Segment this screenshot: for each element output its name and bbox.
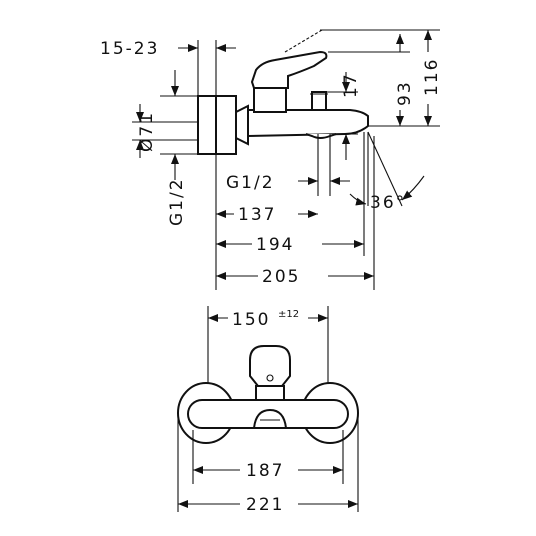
lever-swing-line <box>284 29 323 53</box>
dim-17: 17 <box>341 72 361 98</box>
front-handle <box>249 345 291 387</box>
side-view: 15-23 Ø71 G1/2 17 93 116 <box>100 29 442 290</box>
front-cartridge <box>255 385 285 401</box>
front-spout-outlet <box>252 408 288 429</box>
lever-handle <box>250 50 328 89</box>
wall-rosette <box>215 95 237 155</box>
dim-g12-left: G1/2 <box>167 177 187 226</box>
dim-g12-bottom: G1/2 <box>226 173 275 193</box>
wall-plate <box>197 95 217 155</box>
spout-outlet <box>305 133 337 139</box>
dim-116: 116 <box>422 58 442 96</box>
dim-221: 221 <box>246 495 284 515</box>
dim-93: 93 <box>395 80 415 106</box>
connection-nut <box>235 104 249 146</box>
dim-137: 137 <box>238 205 276 225</box>
dim-205: 205 <box>262 267 300 287</box>
mixer-body <box>247 109 369 138</box>
dim-150-tolerance: ±12 <box>278 309 299 320</box>
diverter-knob <box>311 91 327 111</box>
handle-indicator <box>266 374 274 382</box>
dim-187: 187 <box>246 461 284 481</box>
dim-194: 194 <box>256 235 294 255</box>
dim-36-degrees: 36° <box>370 193 406 213</box>
dim-15-23: 15-23 <box>100 39 159 59</box>
front-view: 150 ±12 187 221 <box>177 306 359 515</box>
dim-150: 150 <box>232 310 270 330</box>
